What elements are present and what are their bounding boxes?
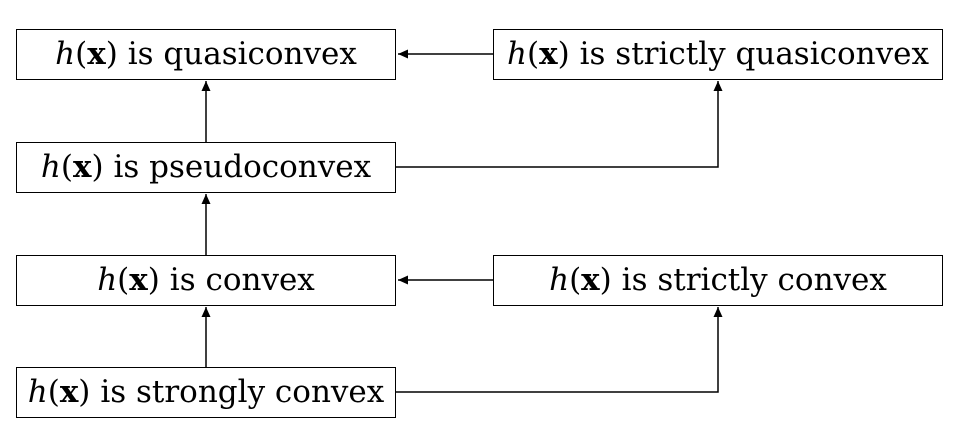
close-paren: ) [78, 374, 91, 410]
vector-symbol: x [581, 262, 600, 298]
node-label: is convex [169, 262, 315, 298]
function-symbol: h [507, 36, 528, 72]
edge-pseudoconvex-to-strictly-quasiconvex [396, 81, 723, 168]
vector-symbol: x [539, 36, 558, 72]
node-strictly-convex: h(x)is strictly convex [493, 255, 943, 306]
vector-symbol: x [59, 374, 79, 410]
close-paren: ) [147, 262, 160, 298]
open-paren: ( [569, 262, 582, 298]
function-symbol: h [40, 149, 61, 185]
close-paren: ) [91, 149, 104, 185]
function-symbol: h [27, 374, 48, 410]
node-label: is strictly convex [621, 262, 887, 298]
close-paren: ) [105, 36, 118, 72]
open-paren: ( [527, 36, 540, 72]
function-symbol: h [97, 262, 118, 298]
function-symbol: h [55, 36, 76, 72]
close-paren: ) [599, 262, 612, 298]
vector-symbol: x [72, 149, 92, 185]
vector-symbol: x [129, 262, 148, 298]
node-label: is pseudoconvex [113, 149, 372, 185]
open-paren: ( [117, 262, 130, 298]
node-convex: h(x)is convex [16, 255, 396, 306]
open-paren: ( [47, 374, 60, 410]
close-paren: ) [557, 36, 570, 72]
open-paren: ( [60, 149, 73, 185]
vector-symbol: x [87, 36, 106, 72]
node-pseudoconvex: h(x)is pseudoconvex [16, 142, 396, 193]
node-strongly-convex: h(x)is strongly convex [16, 367, 396, 418]
node-strictly-quasiconvex: h(x)is strictly quasiconvex [493, 29, 943, 80]
node-label: is strongly convex [100, 374, 385, 410]
node-label: is strictly quasiconvex [579, 36, 929, 72]
edge-strongly-convex-to-strictly-convex [396, 307, 723, 393]
function-symbol: h [549, 262, 570, 298]
open-paren: ( [75, 36, 88, 72]
node-quasiconvex: h(x)is quasiconvex [16, 29, 396, 80]
node-label: is quasiconvex [127, 36, 357, 72]
